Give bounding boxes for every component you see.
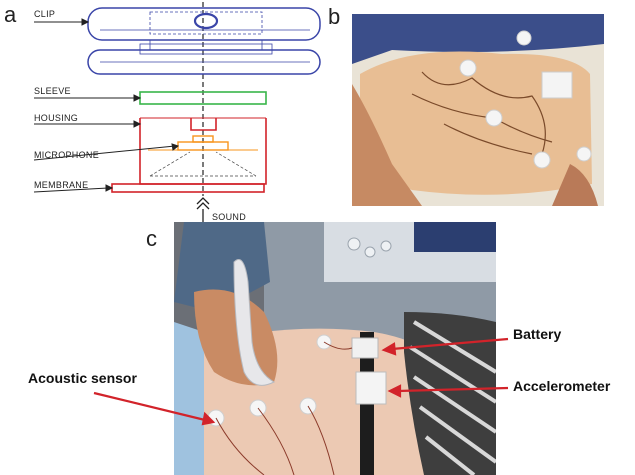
panel-label-a: a bbox=[4, 2, 17, 27]
sensor-schematic bbox=[33, 2, 321, 224]
panel-label-b: b bbox=[328, 4, 341, 29]
label-housing: HOUSING bbox=[34, 113, 79, 123]
sound-arrow-icon bbox=[196, 197, 210, 224]
clip-drawing bbox=[87, 7, 321, 75]
label-microphone: MICROPHONE bbox=[34, 150, 100, 160]
label-sound: SOUND bbox=[212, 212, 247, 222]
acoustic-sensor-arrow bbox=[93, 391, 206, 422]
panel-label-c: c bbox=[146, 226, 157, 251]
photo-ultrasound-setup bbox=[174, 222, 496, 475]
label-clip: CLIP bbox=[34, 9, 56, 19]
label-membrane: MEMBRANE bbox=[34, 180, 89, 190]
label-sleeve: SLEEVE bbox=[34, 86, 71, 96]
callout-battery: Battery bbox=[513, 326, 562, 342]
photo-belt-abdomen bbox=[352, 14, 604, 206]
battery-arrow bbox=[391, 337, 509, 351]
accelerometer-arrow bbox=[397, 386, 509, 393]
callout-accelerometer: Accelerometer bbox=[513, 378, 611, 394]
callout-acoustic-sensor: Acoustic sensor bbox=[28, 370, 137, 386]
